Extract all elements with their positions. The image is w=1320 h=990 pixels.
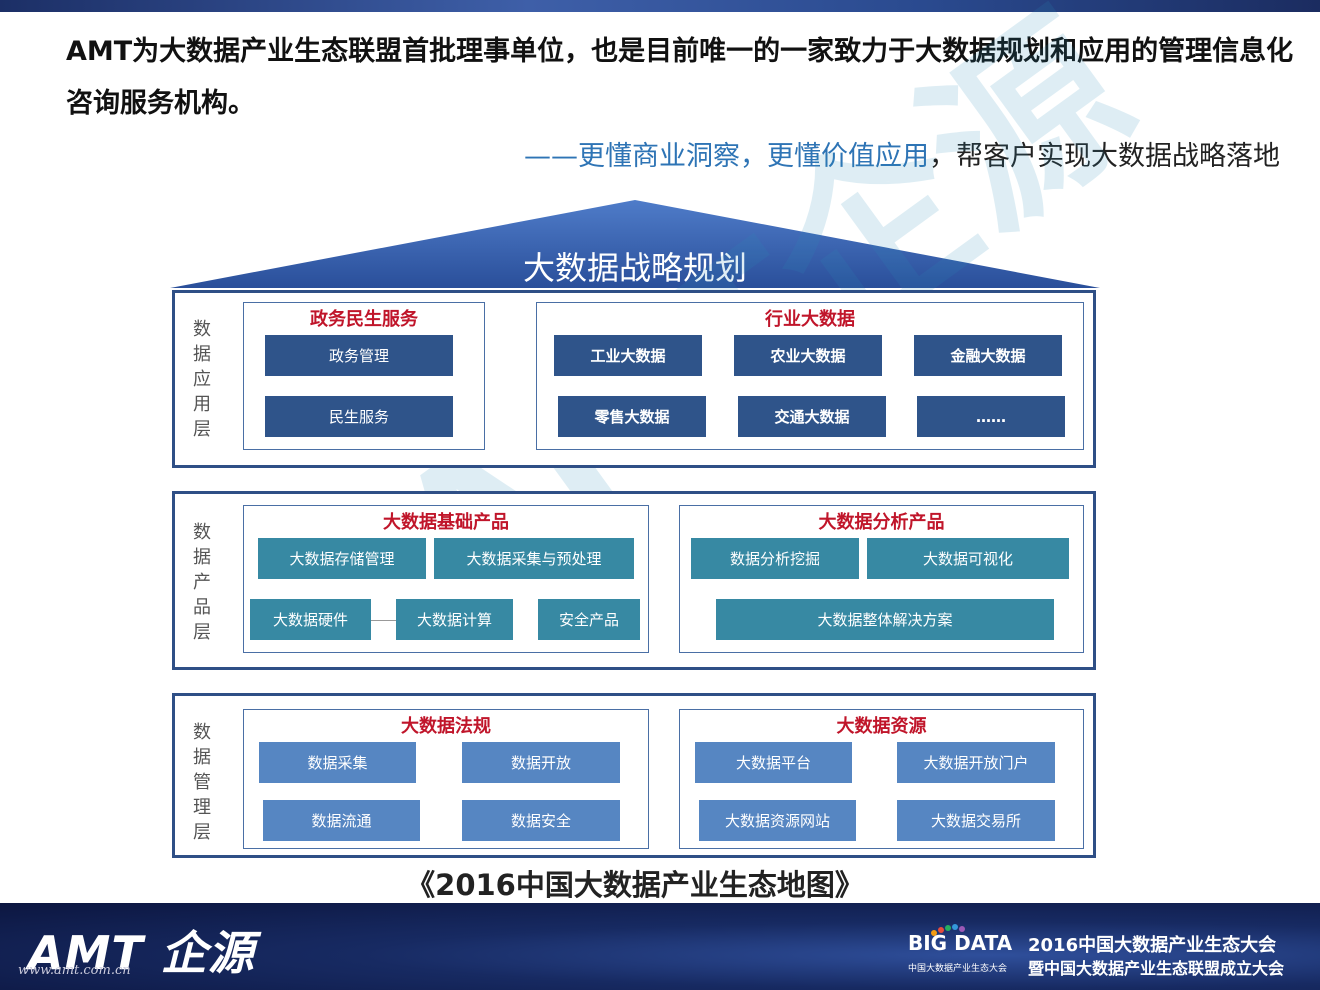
law-group: 大数据法规 数据采集 数据开放 数据流通 数据安全	[243, 709, 649, 849]
gov-service-group: 政务民生服务 政务管理 民生服务	[243, 302, 485, 450]
basic-box-1: 大数据存储管理	[258, 538, 426, 579]
application-layer-label: 数据应用层	[189, 317, 215, 442]
basic-box-5: 安全产品	[538, 599, 640, 640]
footer-banner: AMT 企源 www.amt.com.cn BIG DATA 中国大数据产业生态…	[0, 903, 1320, 990]
product-layer-label: 数据产品层	[189, 520, 215, 645]
gov-service-title: 政务民生服务	[244, 305, 484, 331]
resource-group: 大数据资源 大数据平台 大数据开放门户 大数据资源网站 大数据交易所	[679, 709, 1084, 849]
resource-box-4: 大数据交易所	[897, 800, 1055, 841]
roof-title: 大数据战略规划	[0, 243, 1270, 289]
law-box-3: 数据流通	[263, 800, 420, 841]
basic-product-group: 大数据基础产品 大数据存储管理 大数据采集与预处理 大数据硬件 大数据计算 安全…	[243, 505, 649, 653]
resource-box-3: 大数据资源网站	[699, 800, 856, 841]
bigdata-logo: BIG DATA	[908, 931, 1012, 955]
bigdata-subtitle: 中国大数据产业生态大会	[908, 961, 1007, 974]
management-layer: 数据管理层 大数据法规 数据采集 数据开放 数据流通 数据安全 大数据资源 大数…	[172, 693, 1096, 858]
analysis-product-group: 大数据分析产品 数据分析挖掘 大数据可视化 大数据整体解决方案	[679, 505, 1084, 653]
basic-box-3: 大数据硬件	[250, 599, 371, 640]
law-box-4: 数据安全	[462, 800, 620, 841]
application-layer: 数据应用层 政务民生服务 政务管理 民生服务 行业大数据 工业大数据 农业大数据…	[172, 290, 1096, 468]
industry-box-5: 交通大数据	[738, 396, 886, 437]
gov-box-1: 政务管理	[265, 335, 453, 376]
law-box-2: 数据开放	[462, 742, 620, 783]
basic-box-4: 大数据计算	[396, 599, 513, 640]
basic-box-2: 大数据采集与预处理	[434, 538, 634, 579]
resource-title: 大数据资源	[680, 712, 1083, 738]
slogan-highlight: ——更懂商业洞察，更懂价值应用	[524, 141, 929, 172]
industry-box-6: ……	[917, 396, 1065, 437]
analysis-box-3: 大数据整体解决方案	[716, 599, 1054, 640]
gov-box-2: 民生服务	[265, 396, 453, 437]
headline: AMT为大数据产业生态联盟首批理事单位，也是目前唯一的一家致力于大数据规划和应用…	[66, 26, 1296, 130]
industry-group: 行业大数据 工业大数据 农业大数据 金融大数据 零售大数据 交通大数据 ……	[536, 302, 1084, 450]
resource-box-2: 大数据开放门户	[897, 742, 1055, 783]
slogan-rest: ，帮客户实现大数据战略落地	[929, 141, 1280, 172]
industry-box-2: 农业大数据	[734, 335, 882, 376]
industry-box-3: 金融大数据	[914, 335, 1062, 376]
product-layer: 数据产品层 大数据基础产品 大数据存储管理 大数据采集与预处理 大数据硬件 大数…	[172, 491, 1096, 670]
resource-box-1: 大数据平台	[695, 742, 852, 783]
map-title: 《2016中国大数据产业生态地图》	[0, 862, 1270, 904]
law-box-1: 数据采集	[259, 742, 416, 783]
event-title-line2: 暨中国大数据产业生态联盟成立大会	[1028, 955, 1284, 979]
analysis-box-2: 大数据可视化	[867, 538, 1069, 579]
basic-product-title: 大数据基础产品	[244, 508, 648, 534]
management-layer-label: 数据管理层	[189, 720, 215, 845]
website-link[interactable]: www.amt.com.cn	[18, 963, 131, 978]
basic-connector	[371, 620, 396, 621]
industry-title: 行业大数据	[537, 305, 1083, 331]
slogan: ——更懂商业洞察，更懂价值应用，帮客户实现大数据战略落地	[524, 134, 1280, 173]
analysis-product-title: 大数据分析产品	[680, 508, 1083, 534]
top-banner	[0, 0, 1320, 12]
industry-box-1: 工业大数据	[554, 335, 702, 376]
industry-box-4: 零售大数据	[558, 396, 706, 437]
event-title-line1: 2016中国大数据产业生态大会	[1028, 931, 1276, 957]
law-title: 大数据法规	[244, 712, 648, 738]
analysis-box-1: 数据分析挖掘	[691, 538, 859, 579]
